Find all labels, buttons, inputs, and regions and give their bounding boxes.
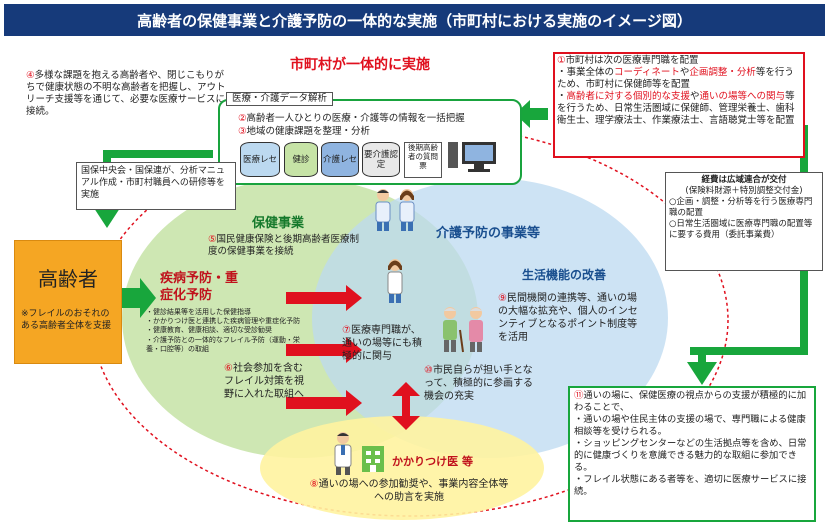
- note-1-b1-red2: 企画調整・分析: [689, 67, 756, 78]
- keihi-item1: ○企画・調整・分析等を行う医療専門職の配置: [669, 197, 813, 218]
- hoken-bullet-4: ・介護予防との一体的なフレイル予防（運動・栄養・口腔等）の取組: [146, 335, 300, 353]
- hoken-bullet-1: ・健診結果等を活用した保健指導: [146, 308, 251, 316]
- kokuho-box: 国保中央会・国保連が、分析マニュアル作成・市町村職員への研修等を実施: [76, 162, 236, 210]
- page-title: 高齢者の保健事業と介護予防の一体的な実施（市町村における実施のイメージ図）: [4, 4, 825, 36]
- note-1-b1-pre: 事業全体の: [566, 67, 615, 78]
- note-1-num: ①: [557, 55, 566, 66]
- center-num-10: ⑩: [424, 365, 433, 376]
- hoken-num-5: ⑤: [208, 234, 217, 245]
- note-1-b1-red1: コーディネート: [614, 67, 680, 78]
- hoken-heading: 保健事業: [252, 216, 305, 231]
- staff-icon-center: [384, 258, 406, 308]
- note-1-b2-post: 等を行うため、日常生活圏域に保健師、管理栄養士、歯科衛生士、理学療法士、作業療法…: [557, 91, 795, 126]
- hoken-text-6: 社会参加を含むフレイル対策を視野に入れた取組へ: [224, 363, 304, 400]
- center-note-10: ⑩市民自らが担い手となって、積極的に参画する機会の充実: [424, 364, 536, 403]
- data-line-2-text: 高齢者一人ひとりの医療・介護等の情報を一括把握: [246, 113, 465, 124]
- note-11-bullet-3: ・フレイル状態にある者等を、適切に医療サービスに接続。: [574, 474, 807, 497]
- kaigo-heading: 介護予防の事業等: [436, 226, 541, 241]
- db-shitsumonhyo: 後期高齢者の質問票: [404, 142, 442, 178]
- note-1-b2-red: 高齢者に対する個別的な支援: [566, 91, 691, 102]
- staff-icon-2: [396, 188, 418, 236]
- hoken-bullets: ・健診結果等を活用した保健指導 ・かかりつけ医と連携した疾病管理や重症化予防 ・…: [146, 308, 312, 354]
- data-line-3-text: 地域の健康課題を整理・分析: [246, 126, 371, 137]
- note-11-bullet-1: ・通いの場や住民主体の支援の場で、専門職による健康相談等を受けられる。: [574, 414, 806, 437]
- note-11-box: ⑪通いの場に、保健医療の視点からの支援が積極的に加わることで、 ・通いの場や住民…: [568, 386, 816, 522]
- keihi-title: 経費は広域連合が交付: [701, 175, 787, 185]
- note-1-b2-red2: 通いの場等への関与: [699, 91, 786, 102]
- note-11-num: ⑪: [574, 390, 584, 401]
- keihi-item2: ○日常生活圏域に医療専門職の配置等に要する費用（委託事業費）: [669, 219, 813, 240]
- kaigo-text-9: 民間機関の連携等、通いの場の大幅な拡充や、個人のインセンティブとなるポイント制度…: [498, 293, 638, 343]
- green-arrow-elderly: [122, 278, 156, 318]
- kaigo-note-9: ⑨民間機関の連携等、通いの場の大幅な拡充や、個人のインセンティブとなるポイント制…: [498, 292, 640, 344]
- center-note-7: ⑦医療専門職が、通いの場等にも積極的に関与: [342, 324, 430, 363]
- center-num-7: ⑦: [342, 325, 351, 336]
- hoken-text-5: 国民健康保険と後期高齢者医療制度の保健事業を接続: [208, 234, 360, 257]
- hoken-note-6: ⑥社会参加を含むフレイル対策を視野に入れた取組へ: [224, 362, 306, 401]
- kaigo-num-9: ⑨: [498, 293, 507, 304]
- note-1-line1: 市町村は次の医療専門職を配置: [565, 55, 699, 66]
- kaigo-sub-heading: 生活機能の改善: [522, 268, 607, 282]
- note-4-text: 多様な課題を抱える高齢者や、閉じこもりがちで健康状態の不明な高齢者を把握し、アウ…: [26, 70, 226, 117]
- data-analysis-label: 医療・介護データ解析: [226, 92, 334, 106]
- note-4: ④多様な課題を抱える高齢者や、閉じこもりがちで健康状態の不明な高齢者を把握し、ア…: [26, 70, 226, 118]
- keihi-box: 経費は広域連合が交付 (保険料財源＋特別調整交付金) ○企画・調整・分析等を行う…: [665, 172, 823, 271]
- computer-icon: [446, 140, 498, 178]
- kakaritsuke-text-8: 通いの場への参加勧奨や、事業内容全体等への助言を実施: [318, 479, 509, 503]
- db-iryo-rese: 医療レセ: [240, 142, 280, 177]
- note-1-box: [553, 52, 805, 158]
- elderly-couple-icon: [436, 305, 492, 359]
- note-1-b1-post: 等を行うため、市町村に保健師等を配置: [557, 67, 794, 90]
- data-line-3: ③地域の健康課題を整理・分析: [238, 126, 370, 138]
- db-kenshin: 健診: [284, 142, 318, 177]
- db-kaigo-rese: 介護レセ: [321, 142, 359, 177]
- green-arrow-to-data: [515, 100, 548, 128]
- hoken-bullet-3: ・健康教育、健康相談、適切な受診勧奨: [146, 326, 272, 335]
- note-4-number: ④: [26, 70, 35, 81]
- kakaritsuke-ellipse: [260, 416, 544, 520]
- hospital-icon: [360, 442, 386, 476]
- data-line-2: ②高齢者一人ひとりの医療・介護等の情報を一括把握: [238, 113, 465, 125]
- center-text-7: 医療専門職が、通いの場等にも積極的に関与: [342, 325, 422, 362]
- hoken-num-6: ⑥: [224, 363, 233, 374]
- kakaritsuke-note-8: ⑧通いの場への参加勧奨や、事業内容全体等への助言を実施: [308, 478, 510, 504]
- elderly-note: ※フレイルのおそれのある高齢者全体を支援: [21, 309, 112, 331]
- data-line-3-num: ③: [238, 126, 247, 137]
- hoken-sub-heading: 疾病予防・重症化予防: [160, 271, 239, 303]
- note-1-content: ①市町村は次の医療専門職を配置 ・事業全体のコーディネートや企画調整・分析等を行…: [557, 55, 795, 126]
- red-arrows: [286, 285, 420, 430]
- kakaritsuke-num-8: ⑧: [309, 479, 319, 490]
- note-11-bullet-2: ・ショッピングセンターなどの生活拠点等を含め、日常的に健康づくりを意識できる魅力…: [574, 438, 807, 473]
- hoken-note-5: ⑤国民健康保険と後期高齢者医療制度の保健事業を接続: [208, 234, 368, 258]
- note-1-b2-mid: や: [690, 91, 700, 102]
- keihi-sub: (保険料財源＋特別調整交付金): [685, 186, 803, 196]
- data-line-2-num: ②: [238, 113, 247, 124]
- kakaritsuke-label: かかりつけ医 等: [392, 455, 473, 468]
- hoken-bullet-2: ・かかりつけ医と連携した疾病管理や重症化予防: [146, 317, 301, 326]
- doctor-icon: [330, 430, 356, 480]
- elderly-box: 高齢者 ※フレイルのおそれのある高齢者全体を支援: [14, 240, 122, 364]
- db-yokaigo: 要介護認定: [362, 142, 400, 177]
- note-1-b1-mid: や: [679, 67, 690, 78]
- staff-icon-1: [372, 188, 394, 236]
- center-text-10: 市民自らが担い手となって、積極的に参画する機会の充実: [424, 365, 533, 402]
- center-heading: 市町村が一体的に実施: [290, 57, 430, 73]
- elderly-label: 高齢者: [38, 267, 98, 291]
- note-11-text: 通いの場に、保健医療の視点からの支援が積極的に加わることで、: [574, 390, 807, 413]
